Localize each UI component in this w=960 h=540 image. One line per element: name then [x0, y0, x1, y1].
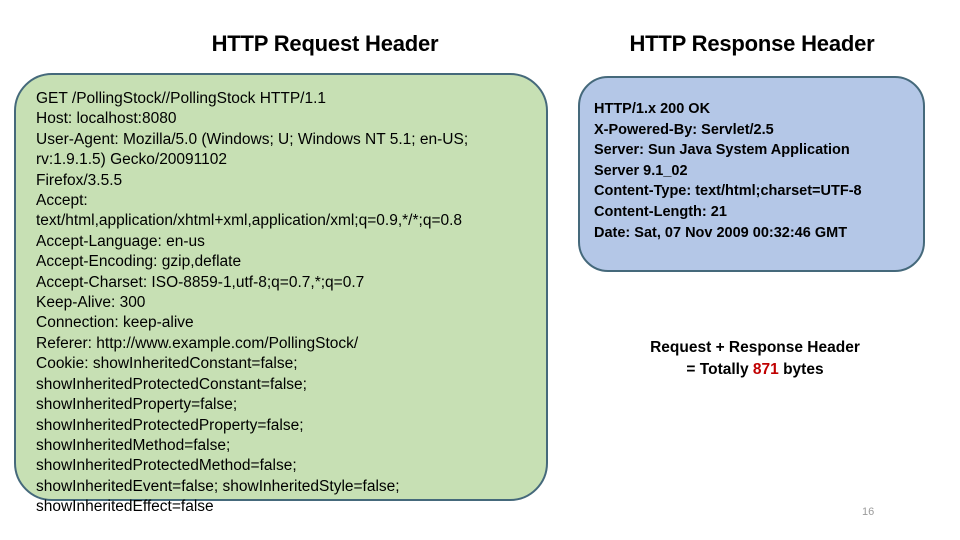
header-line: Content-Length: 21 — [594, 203, 727, 220]
header-line: Keep-Alive: 300 — [36, 294, 146, 312]
header-line: Connection: keep-alive — [36, 314, 194, 332]
response-header-box — [578, 76, 925, 272]
request-header-text: GET /PollingStock//PollingStock HTTP/1.1… — [36, 89, 468, 518]
header-line: Cookie: showInheritedConstant=false; — [36, 355, 298, 373]
header-line: showInheritedMethod=false; — [36, 436, 231, 454]
header-line: HTTP/1.x 200 OK — [594, 101, 711, 117]
header-line: Content-Type: text/html;charset=UTF-8 — [594, 183, 862, 200]
header-line: GET /PollingStock//PollingStock HTTP/1.1 — [36, 90, 327, 107]
summary-note: Request + Response Header = Totally 871 … — [610, 337, 900, 381]
header-line: Accept: — [36, 192, 88, 210]
header-line: Host: localhost:8080 — [36, 110, 177, 128]
header-line: Accept-Encoding: gzip,deflate — [36, 253, 242, 271]
header-line: showInheritedEffect=false — [36, 498, 214, 516]
summary-line-2: = Totally 871 bytes — [610, 359, 900, 381]
header-line: Referer: http://www.example.com/PollingS… — [36, 334, 359, 352]
header-line: showInheritedProtectedMethod=false; — [36, 457, 297, 475]
response-header-text: HTTP/1.x 200 OK X-Powered-By: Servlet/2.5… — [594, 99, 862, 243]
summary-prefix: = Totally — [686, 361, 753, 378]
header-line: X-Powered-By: Servlet/2.5 — [594, 121, 774, 138]
header-line: Server: Sun Java System Application — [594, 142, 850, 159]
summary-line-1: Request + Response Header — [650, 339, 860, 356]
page-number: 16 — [862, 506, 875, 518]
header-line: User-Agent: Mozilla/5.0 (Windows; U; Win… — [36, 130, 469, 148]
header-line: showInheritedProtectedConstant=false; — [36, 375, 307, 393]
header-line: Accept-Charset: ISO-8859-1,utf-8;q=0.7,*… — [36, 273, 365, 291]
header-line: rv:1.9.1.5) Gecko/20091102 — [36, 151, 228, 169]
header-line: Accept-Language: en-us — [36, 232, 205, 250]
request-header-box — [14, 73, 548, 501]
summary-suffix: bytes — [778, 361, 824, 378]
header-line: text/html,application/xhtml+xml,applicat… — [36, 212, 463, 230]
response-header-title: HTTP Response Header — [629, 31, 875, 56]
request-header-title: HTTP Request Header — [211, 31, 439, 56]
header-line: Firefox/3.5.5 — [36, 171, 123, 189]
header-line: showInheritedProtectedProperty=false; — [36, 416, 304, 434]
header-line: showInheritedEvent=false; showInheritedS… — [36, 477, 400, 495]
total-bytes-value: 871 — [752, 361, 779, 378]
header-line: Server 9.1_02 — [594, 162, 688, 179]
header-line: showInheritedProperty=false; — [36, 396, 238, 414]
header-line: Date: Sat, 07 Nov 2009 00:32:46 GMT — [594, 224, 848, 241]
